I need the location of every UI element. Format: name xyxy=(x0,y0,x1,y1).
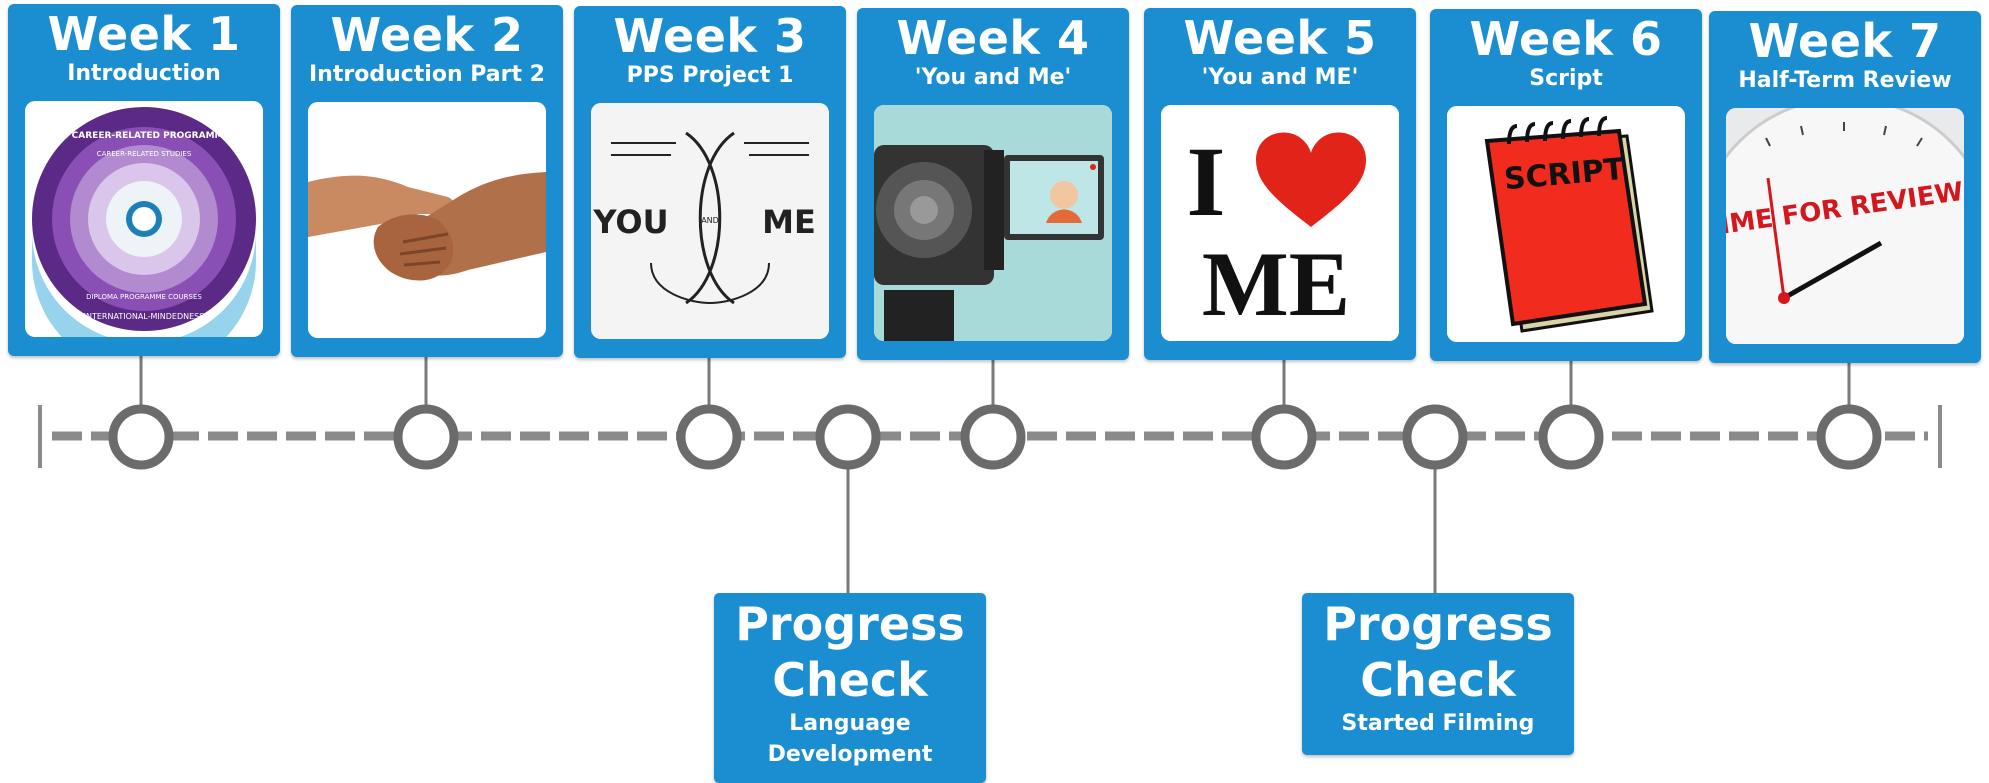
handshake-image xyxy=(308,102,546,338)
timeline-track xyxy=(38,405,1942,468)
week-5-subtitle: 'You and ME' xyxy=(1201,65,1359,90)
script-notepad-image: SCRIPT xyxy=(1447,106,1685,342)
week-6-subtitle: Script xyxy=(1529,66,1603,91)
me-text: ME xyxy=(762,203,816,241)
time-for-review-image: TIME FOR REVIEW xyxy=(1726,108,1964,344)
week-3-title: Week 3 xyxy=(613,9,807,63)
ib-ring4-text: INTERNATIONAL-MINDEDNESS xyxy=(84,312,205,321)
timeline-node-week-3 xyxy=(676,404,742,470)
timeline-node-week-5 xyxy=(1251,404,1317,470)
week-1-subtitle: Introduction xyxy=(67,61,221,86)
week-4-subtitle: 'You and Me' xyxy=(914,65,1072,90)
progress-check-1-card: Progress Check Language Development xyxy=(714,593,986,783)
you-text: YOU xyxy=(592,203,668,241)
timeline-node-progress-2 xyxy=(1402,404,1468,470)
timeline-nodes xyxy=(108,404,1882,470)
week-4-card: Week 4 'You and Me' xyxy=(857,8,1129,360)
timeline-node-progress-1 xyxy=(815,404,881,470)
ib-ring3-text: DIPLOMA PROGRAMME COURSES xyxy=(86,293,202,301)
week-7-card: Week 7 Half-Term Review TIME FOR REVIEW xyxy=(1709,11,1981,363)
timeline-node-week-1 xyxy=(108,404,174,470)
week-1-title: Week 1 xyxy=(47,7,241,61)
week-6-title: Week 6 xyxy=(1469,12,1663,66)
week-3-subtitle: PPS Project 1 xyxy=(626,63,794,88)
week-7-title: Week 7 xyxy=(1748,14,1942,68)
progress-check-2-card: Progress Check Started Filming xyxy=(1302,593,1574,755)
i-love-me-image: I ME xyxy=(1161,105,1399,341)
love-i-text: I xyxy=(1187,126,1226,237)
week-3-card: Week 3 PPS Project 1 YOU ME AND xyxy=(574,6,846,358)
week-6-card: Week 6 Script SCRIPT xyxy=(1430,9,1702,361)
ib-programme-image: IB CAREER-RELATED PROGRAMME CAREER-RELAT… xyxy=(25,101,263,337)
heart-icon xyxy=(1256,132,1366,227)
progress-check-2-subtitle: Started Filming xyxy=(1341,711,1535,736)
timeline-node-week-7 xyxy=(1816,404,1882,470)
progress-check-2-title: Progress Check xyxy=(1323,597,1553,707)
and-text: AND xyxy=(701,216,719,225)
week-5-title: Week 5 xyxy=(1183,11,1377,65)
week-2-card: Week 2 Introduction Part 2 xyxy=(291,5,563,357)
progress-check-1-title: Progress Check xyxy=(735,597,965,707)
progress-check-1-subtitle: Language Development xyxy=(767,711,933,767)
video-camera-image xyxy=(874,105,1112,341)
you-and-me-image: YOU ME AND xyxy=(591,103,829,339)
week-1-card: Week 1 Introduction IB CAREER-RELATED PR… xyxy=(8,4,280,356)
ib-ring-text: IB CAREER-RELATED PROGRAMME xyxy=(58,131,229,141)
timeline-connectors xyxy=(139,356,1851,594)
week-7-subtitle: Half-Term Review xyxy=(1738,68,1952,93)
week-5-card: Week 5 'You and ME' I ME xyxy=(1144,8,1416,360)
week-2-subtitle: Introduction Part 2 xyxy=(309,62,545,87)
week-2-title: Week 2 xyxy=(330,8,524,62)
ib-ring2-text: CAREER-RELATED STUDIES xyxy=(97,150,192,158)
timeline-node-week-4 xyxy=(960,404,1026,470)
week-4-title: Week 4 xyxy=(896,11,1090,65)
timeline-node-week-2 xyxy=(393,404,459,470)
timeline-node-week-6 xyxy=(1538,404,1604,470)
love-me-text: ME xyxy=(1202,233,1350,335)
